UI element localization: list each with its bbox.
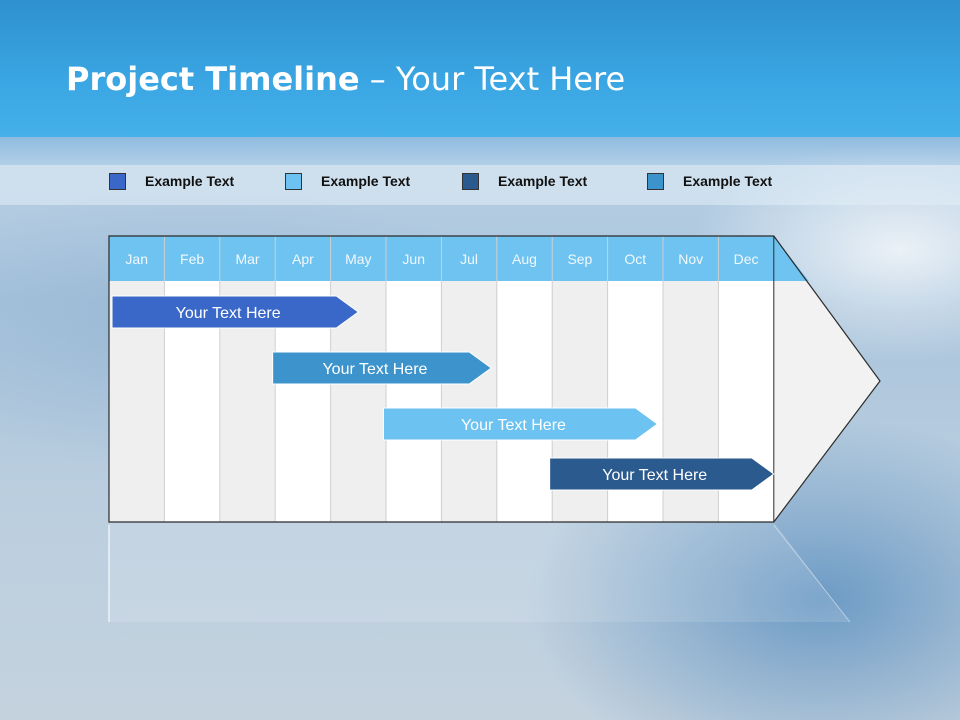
task-bar: Your Text Here bbox=[272, 351, 493, 385]
month-header-cell bbox=[718, 236, 774, 281]
month-header-cell bbox=[109, 236, 165, 281]
task-label: Your Text Here bbox=[461, 417, 566, 434]
legend-label-4: Example Text bbox=[683, 173, 773, 189]
task-arrow bbox=[382, 407, 659, 441]
month-header-cell bbox=[496, 236, 553, 281]
month-header-cell bbox=[330, 236, 386, 281]
month-header-cell bbox=[607, 236, 663, 281]
legend-item-3: Example Text bbox=[462, 171, 587, 191]
month-header-cell bbox=[441, 236, 497, 281]
month-header-cell bbox=[219, 236, 276, 281]
legend-label-1: Example Text bbox=[145, 173, 235, 189]
legend-swatch-2 bbox=[285, 172, 302, 190]
title-main: Project Timeline bbox=[66, 60, 360, 98]
task-bar: Your Text Here bbox=[111, 295, 360, 329]
month-label: Aug bbox=[512, 251, 537, 267]
month-label: Jan bbox=[125, 251, 148, 267]
task-arrow bbox=[272, 351, 493, 385]
month-label: Sep bbox=[567, 251, 592, 267]
month-label: Apr bbox=[292, 251, 314, 267]
legend-item-2: Example Text bbox=[285, 171, 410, 191]
title-band bbox=[0, 0, 960, 137]
arrow-tip bbox=[773, 236, 880, 522]
page-title: Project Timeline – Your Text Here bbox=[66, 60, 625, 98]
month-label: May bbox=[345, 251, 371, 267]
legend-swatch-1 bbox=[109, 172, 126, 190]
reflection-edge-diagonal bbox=[773, 524, 851, 623]
month-label: Jul bbox=[460, 251, 478, 267]
month-column bbox=[386, 281, 442, 522]
month-label: Feb bbox=[180, 251, 204, 267]
legend-swatch-4 bbox=[647, 172, 664, 190]
legend-label-3: Example Text bbox=[498, 173, 588, 189]
month-header-cell bbox=[663, 236, 719, 281]
month-header-cell bbox=[275, 236, 331, 281]
timeline-columns bbox=[108, 236, 880, 522]
task-bar: Your Text Here bbox=[382, 407, 659, 441]
legend-area bbox=[0, 165, 960, 205]
task-label: Your Text Here bbox=[602, 467, 707, 484]
reflection-shape bbox=[109, 522, 850, 622]
month-column bbox=[441, 281, 497, 522]
month-column bbox=[496, 281, 553, 522]
legend-band bbox=[0, 137, 960, 165]
legend-item-4: Example Text bbox=[647, 171, 772, 191]
month-label: Nov bbox=[678, 251, 703, 267]
legend-label-2: Example Text bbox=[321, 173, 411, 189]
month-label: Jun bbox=[402, 251, 425, 267]
month-header-cell bbox=[552, 236, 608, 281]
month-header-cell bbox=[386, 236, 442, 281]
task-label: Your Text Here bbox=[322, 361, 427, 378]
task-arrow bbox=[111, 295, 360, 329]
month-label: Dec bbox=[734, 251, 759, 267]
task-bar: Your Text Here bbox=[549, 457, 775, 491]
legend-swatch-3 bbox=[462, 172, 479, 190]
task-label: Your Text Here bbox=[176, 305, 281, 322]
task-arrow bbox=[549, 457, 775, 491]
month-label: Mar bbox=[235, 251, 259, 267]
timeline-reflection bbox=[108, 522, 851, 623]
legend-item-1: Example Text bbox=[109, 171, 234, 191]
month-labels: Jan Feb Mar Apr May Jun Jul Aug Sep Oct Nov Dec bbox=[125, 251, 758, 267]
month-header-cell bbox=[164, 236, 220, 281]
arrow-outline bbox=[108, 235, 881, 523]
title-rest: – Your Text Here bbox=[359, 60, 626, 98]
month-label: Oct bbox=[624, 251, 646, 267]
